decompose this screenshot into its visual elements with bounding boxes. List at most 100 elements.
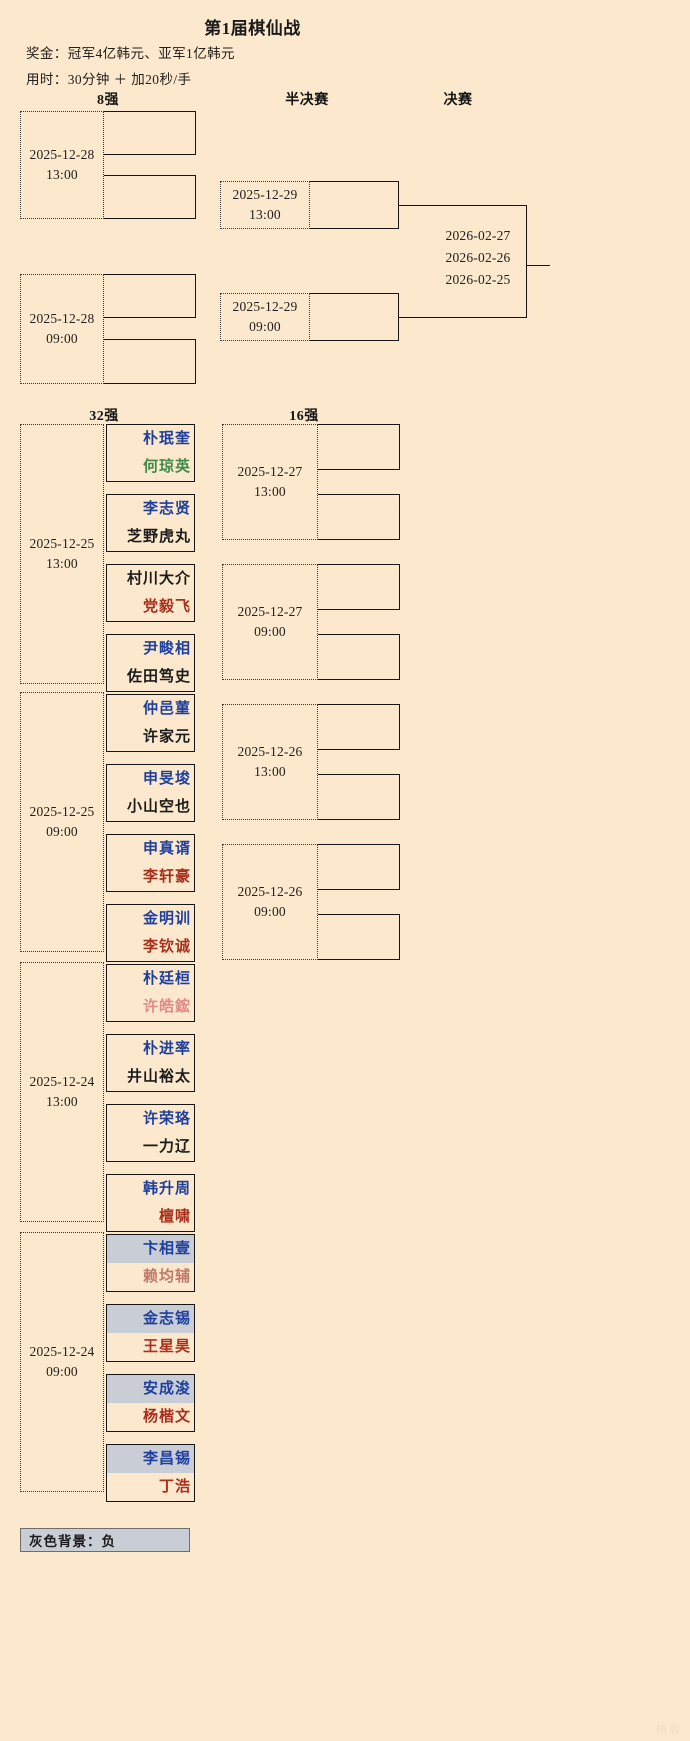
player-name: 井山裕太: [126, 1068, 191, 1085]
match-box-15[interactable]: 安成浚 杨楷文: [106, 1374, 195, 1432]
player-top: 安成浚: [107, 1375, 194, 1403]
player-name: 李钦诚: [142, 938, 191, 955]
player-name: 李昌锡: [142, 1450, 191, 1467]
match-box-5[interactable]: 仲邑菫 许家元: [106, 694, 195, 752]
quarterfinal-slot-1b: [104, 175, 196, 219]
round-label-r16: 16强: [289, 409, 319, 424]
match-box-7[interactable]: 申真谞 李轩豪: [106, 834, 195, 892]
r16-slot-3b: [318, 774, 400, 820]
player-name: 仲邑菫: [142, 700, 191, 717]
date-text: 2025-12-24: [29, 1344, 95, 1360]
player-top: 村川大介: [107, 565, 194, 593]
time-text: 13:00: [46, 556, 78, 571]
time-text: 09:00: [249, 319, 281, 334]
player-name: 金明训: [142, 910, 191, 927]
r16-date-3: 2025-12-26 13:00: [222, 704, 318, 820]
bracket-line-semifinal-2: [399, 317, 527, 319]
player-bottom: 许家元: [107, 723, 194, 751]
player-bottom: 佐田笃史: [107, 663, 194, 691]
date-text: 2025-12-29: [232, 187, 298, 203]
player-name: 朴进率: [142, 1040, 191, 1057]
player-bottom: 井山裕太: [107, 1063, 194, 1091]
player-name: 朴珉奎: [142, 430, 191, 447]
time-text: 09:00: [46, 331, 78, 346]
date-text: 2025-12-28: [29, 147, 95, 163]
date-text: 2025-12-25: [29, 804, 95, 820]
r16-slot-1b: [318, 494, 400, 540]
player-bottom: 许皓鋐: [107, 993, 194, 1021]
match-box-8[interactable]: 金明训 李钦诚: [106, 904, 195, 962]
player-name: 许荣珞: [142, 1110, 191, 1127]
match-box-14[interactable]: 金志锡 王星昊: [106, 1304, 195, 1362]
match-box-6[interactable]: 申旻埈 小山空也: [106, 764, 195, 822]
match-box-9[interactable]: 朴廷桓 许皓鋐: [106, 964, 195, 1022]
match-box-4[interactable]: 尹畯相 佐田笃史: [106, 634, 195, 692]
player-name: 党毅飞: [142, 598, 191, 615]
time-text: 09:00: [46, 824, 78, 839]
player-bottom: 檀啸: [107, 1203, 194, 1231]
player-name: 何琼英: [142, 458, 191, 475]
date-text: 2025-12-29: [232, 299, 298, 315]
date-text: 2025-12-27: [237, 464, 303, 480]
player-name: 一力辽: [142, 1138, 191, 1155]
player-name: 许家元: [142, 728, 191, 745]
time-text: 09:00: [46, 1364, 78, 1379]
r32-date-2: 2025-12-25 09:00: [20, 692, 104, 952]
player-top: 尹畯相: [107, 635, 194, 663]
player-name: 金志锡: [142, 1310, 191, 1327]
player-top: 卞相壹: [107, 1235, 194, 1263]
player-name: 小山空也: [126, 798, 191, 815]
final-date-3: 2026-02-25: [445, 272, 511, 287]
player-top: 申旻埈: [107, 765, 194, 793]
player-top: 申真谞: [107, 835, 194, 863]
player-name: 朴廷桓: [142, 970, 191, 987]
player-top: 朴进率: [107, 1035, 194, 1063]
quarterfinal-slot-2b: [104, 339, 196, 384]
date-text: 2025-12-25: [29, 536, 95, 552]
r16-date-4: 2025-12-26 09:00: [222, 844, 318, 960]
round-label-semifinal: 半决赛: [285, 93, 329, 108]
date-text: 2025-12-28: [29, 311, 95, 327]
player-name: 王星昊: [142, 1338, 191, 1355]
date-text: 2025-12-24: [29, 1074, 95, 1090]
time-text: 09:00: [254, 624, 286, 639]
player-bottom: 小山空也: [107, 793, 194, 821]
r16-slot-3a: [318, 704, 400, 750]
player-top: 仲邑菫: [107, 695, 194, 723]
player-name: 李志贤: [142, 500, 191, 517]
time-text: 13:00: [46, 167, 78, 182]
round-label-final: 决赛: [443, 93, 473, 108]
match-box-1[interactable]: 朴珉奎 何琼英: [106, 424, 195, 482]
player-top: 朴廷桓: [107, 965, 194, 993]
player-name: 申真谞: [142, 840, 191, 857]
match-box-13[interactable]: 卞相壹 赖均辅: [106, 1234, 195, 1292]
final-dates: 2026-02-27 2026-02-26 2026-02-25: [430, 225, 526, 291]
player-name: 杨楷文: [142, 1408, 191, 1425]
player-name: 许皓鋐: [142, 998, 191, 1015]
semifinal-slot-1: [310, 181, 399, 229]
player-top: 许荣珞: [107, 1105, 194, 1133]
player-name: 申旻埈: [142, 770, 191, 787]
semifinal-date-2: 2025-12-29 09:00: [220, 293, 310, 341]
r16-slot-2a: [318, 564, 400, 610]
match-box-10[interactable]: 朴进率 井山裕太: [106, 1034, 195, 1092]
player-name: 檀啸: [158, 1208, 191, 1225]
r16-slot-2b: [318, 634, 400, 680]
final-date-2: 2026-02-26: [445, 250, 511, 265]
semifinal-date-1: 2025-12-29 13:00: [220, 181, 310, 229]
player-name: 芝野虎丸: [126, 528, 191, 545]
match-box-11[interactable]: 许荣珞 一力辽: [106, 1104, 195, 1162]
match-box-16[interactable]: 李昌锡 丁浩: [106, 1444, 195, 1502]
player-bottom: 杨楷文: [107, 1403, 194, 1431]
legend-text: 灰色背景：负: [29, 1534, 116, 1549]
player-top: 李昌锡: [107, 1445, 194, 1473]
player-bottom: 一力辽: [107, 1133, 194, 1161]
match-box-12[interactable]: 韩升周 檀啸: [106, 1174, 195, 1232]
player-name: 李轩豪: [142, 868, 191, 885]
match-box-3[interactable]: 村川大介 党毅飞: [106, 564, 195, 622]
player-top: 金志锡: [107, 1305, 194, 1333]
match-box-2[interactable]: 李志贤 芝野虎丸: [106, 494, 195, 552]
player-name: 丁浩: [158, 1478, 191, 1495]
time-text: 13:00: [254, 764, 286, 779]
